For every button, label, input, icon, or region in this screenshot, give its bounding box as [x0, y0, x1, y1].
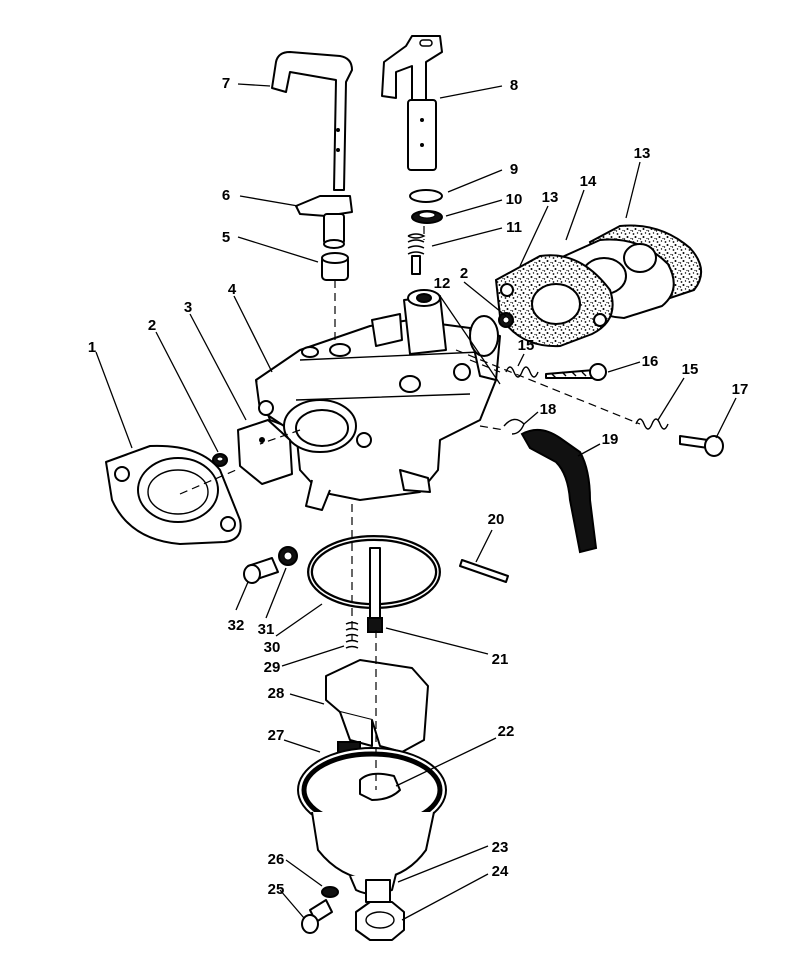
label-4: 4 — [228, 281, 237, 298]
label-2-right: 2 — [460, 265, 468, 282]
label-30: 30 — [264, 639, 281, 656]
label-8: 8 — [510, 77, 518, 94]
flange-gasket — [105, 444, 242, 545]
throttle-shaft — [271, 51, 353, 191]
fitting-2-lower — [212, 453, 228, 467]
label-5: 5 — [222, 229, 230, 246]
label-2-left: 2 — [148, 317, 156, 334]
label-18: 18 — [540, 401, 557, 418]
label-10: 10 — [506, 191, 523, 208]
label-26: 26 — [268, 851, 285, 868]
washer-9 — [409, 189, 443, 203]
leader-lines — [95, 83, 737, 921]
carburetor-body — [255, 289, 501, 511]
label-6: 6 — [222, 187, 230, 204]
label-14: 14 — [580, 173, 597, 190]
float-hinge — [359, 772, 401, 801]
label-12: 12 — [434, 275, 451, 292]
label-13-right: 13 — [634, 145, 651, 162]
bushing — [321, 252, 349, 281]
spring-11 — [407, 233, 426, 275]
label-15-right: 15 — [682, 361, 699, 378]
gaskets-and-spacer — [494, 224, 702, 348]
label-11: 11 — [506, 219, 522, 236]
label-7: 7 — [222, 75, 230, 92]
part-labels: 1 2 3 4 5 6 7 8 9 10 11 12 2 13 14 13 15… — [88, 75, 749, 898]
seal-10 — [411, 210, 443, 224]
label-19: 19 — [602, 431, 619, 448]
label-31: 31 — [258, 621, 275, 638]
label-15-left: 15 — [518, 337, 535, 354]
center-lines — [179, 226, 641, 790]
small-gasket — [469, 315, 499, 357]
label-9: 9 — [510, 161, 518, 178]
drain-screw — [301, 899, 333, 934]
label-24: 24 — [492, 863, 509, 880]
label-17: 17 — [732, 381, 749, 398]
label-22: 22 — [498, 723, 515, 740]
screw-32 — [243, 557, 279, 584]
idle-springs-and-screws — [505, 363, 724, 457]
label-23: 23 — [492, 839, 509, 856]
label-21: 21 — [492, 651, 509, 668]
part-drawings — [105, 35, 724, 941]
label-32: 32 — [228, 617, 245, 634]
label-1: 1 — [88, 339, 96, 356]
label-29: 29 — [264, 659, 281, 676]
bowl-nut — [355, 879, 405, 941]
throttle-plate — [237, 419, 293, 485]
choke-shaft — [381, 35, 443, 171]
clip-and-fuel-tube — [503, 418, 598, 554]
fitting-2-upper — [498, 312, 514, 328]
washer-26 — [321, 886, 339, 898]
label-3: 3 — [184, 299, 192, 316]
float — [325, 659, 429, 761]
label-16: 16 — [642, 353, 659, 370]
label-13-left: 13 — [542, 189, 559, 206]
throttle-lever — [295, 195, 353, 249]
float-pin — [459, 559, 509, 583]
label-28: 28 — [268, 685, 285, 702]
inlet-needle — [367, 547, 383, 633]
label-25: 25 — [268, 881, 285, 898]
label-20: 20 — [488, 511, 505, 528]
label-27: 27 — [268, 727, 285, 744]
